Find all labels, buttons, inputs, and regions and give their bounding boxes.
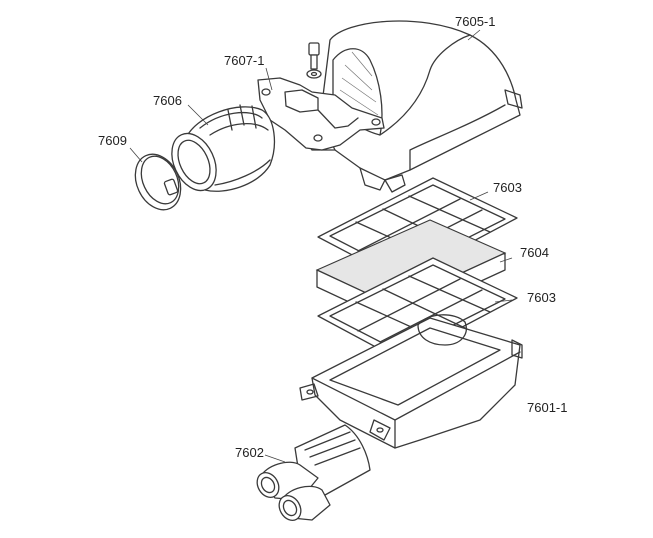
- airbox-base-part[interactable]: [299, 314, 523, 449]
- label-7604: 7604: [520, 245, 549, 260]
- label-7602: 7602: [235, 445, 264, 460]
- intake-boot-part[interactable]: [163, 104, 276, 198]
- outlet-boot-part[interactable]: [253, 424, 371, 524]
- hose-clamp-part[interactable]: [127, 147, 190, 217]
- label-7601-1: 7601-1: [527, 400, 568, 415]
- label-7607-1: 7607-1: [224, 53, 265, 68]
- label-7609: 7609: [98, 133, 127, 148]
- leader-lines: [129, 29, 513, 463]
- mounting-bracket-part[interactable]: [257, 42, 385, 151]
- label-7603-top: 7603: [493, 180, 522, 195]
- label-7603-bottom: 7603: [527, 290, 556, 305]
- label-7606: 7606: [153, 93, 182, 108]
- label-7605-1: 7605-1: [455, 14, 496, 29]
